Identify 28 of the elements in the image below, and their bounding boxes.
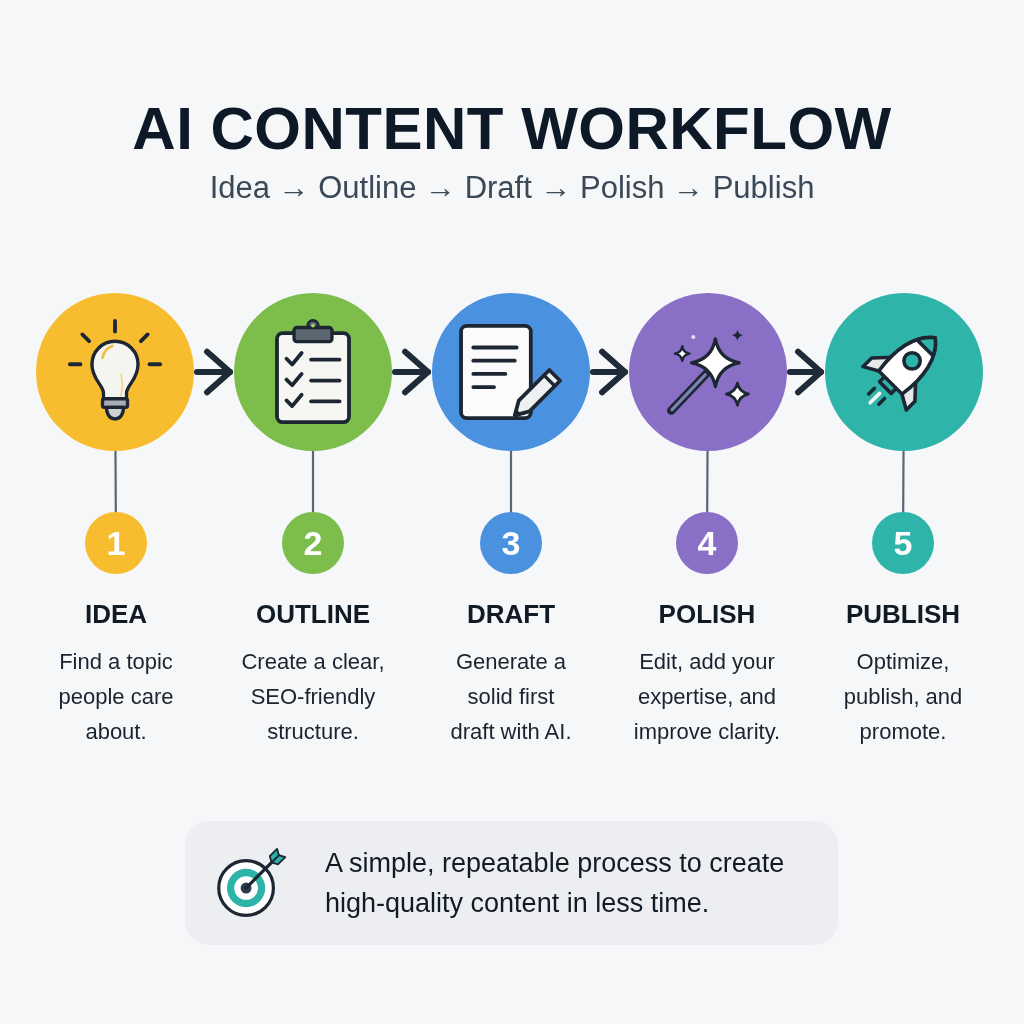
connector-line bbox=[509, 449, 513, 514]
step-number: 4 bbox=[676, 512, 738, 574]
arrow bbox=[787, 348, 824, 396]
subtitle: Idea → Outline → Draft → Polish → Publish bbox=[209, 170, 815, 206]
step-description: Edit, add your expertise, and improve clarity. bbox=[632, 648, 782, 746]
arrow bbox=[194, 348, 233, 396]
step-description: Create a clear, SEO-friendly structure. bbox=[240, 648, 386, 746]
step-description: Generate a solid first draft with AI. bbox=[449, 648, 573, 746]
arrow bbox=[392, 348, 431, 396]
summary-text: A simple, repeatable process to create high-quality content in less time. bbox=[325, 847, 786, 920]
step-heading: PUBLISH bbox=[845, 600, 961, 630]
arrow bbox=[590, 348, 628, 396]
title: AI CONTENT WORKFLOW bbox=[132, 96, 892, 162]
step-description: Optimize, publish, and promote. bbox=[842, 648, 964, 746]
step-number: 1 bbox=[85, 512, 147, 574]
connector-line bbox=[902, 449, 905, 514]
summary-panel bbox=[185, 821, 838, 945]
step-heading: IDEA bbox=[84, 600, 148, 630]
step-number: 5 bbox=[872, 512, 934, 574]
step-heading: DRAFT bbox=[466, 600, 556, 630]
step-number: 2 bbox=[282, 512, 344, 574]
connector-line bbox=[706, 449, 709, 514]
step-number: 3 bbox=[480, 512, 542, 574]
connector-line bbox=[311, 449, 315, 514]
step-description: Find a topic people care about. bbox=[57, 648, 175, 746]
step-heading: POLISH bbox=[658, 600, 756, 630]
step-heading: OUTLINE bbox=[255, 600, 371, 630]
connector-line bbox=[114, 449, 117, 514]
